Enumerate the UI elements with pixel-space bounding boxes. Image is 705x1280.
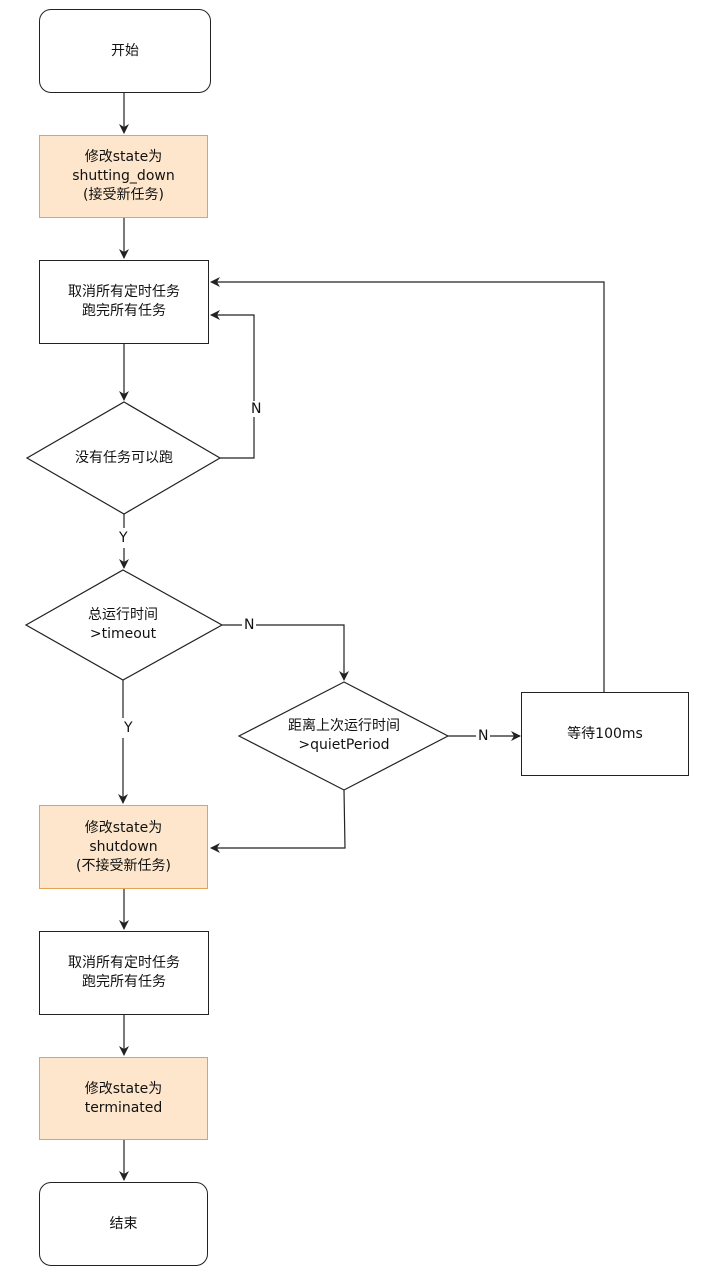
edge-quiet-yes	[210, 789, 346, 853]
edge-wait-to-run	[210, 277, 605, 692]
diamond-total-timeout	[24, 569, 224, 681]
run-all-tasks-2: 取消所有定时任务 跑完所有任务	[39, 931, 209, 1015]
edge-no-tasks-no	[210, 310, 255, 459]
diamond-no-tasks	[25, 401, 222, 515]
no-tasks-no-label: N	[249, 401, 264, 417]
set-state-shutting-down: 修改state为 shutting_down (接受新任务)	[39, 135, 208, 218]
no-tasks-yes-label: Y	[117, 530, 130, 546]
start-node: 开始	[39, 9, 211, 93]
diamond-quiet-period	[237, 681, 450, 791]
edge-timeout-no	[222, 624, 349, 681]
wait-node: 等待100ms	[521, 692, 689, 776]
timeout-yes-label: Y	[122, 720, 135, 736]
end-node: 结束	[39, 1182, 208, 1266]
run-all-tasks-1: 取消所有定时任务 跑完所有任务	[39, 260, 209, 344]
set-state-shutdown: 修改state为 shutdown (不接受新任务)	[39, 805, 208, 889]
timeout-no-label: N	[242, 617, 257, 633]
set-state-terminated: 修改state为 terminated	[39, 1057, 208, 1140]
quiet-no-label: N	[476, 728, 491, 744]
